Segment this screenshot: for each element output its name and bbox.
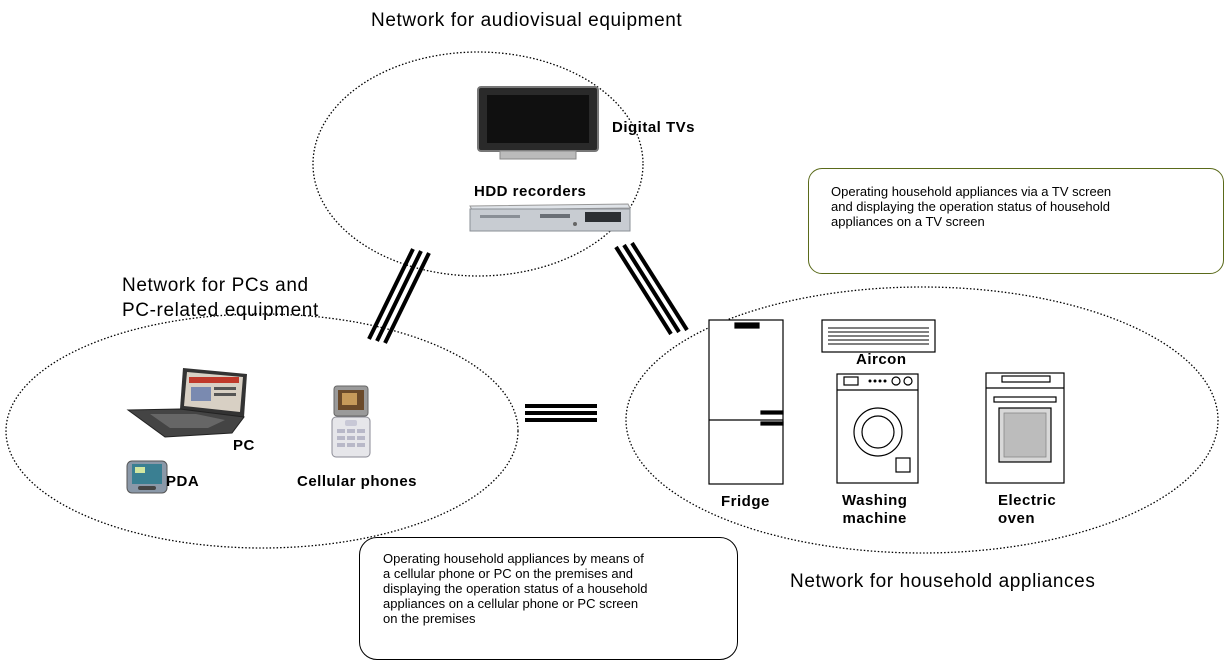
washing-machine-label: Washing machine bbox=[842, 492, 907, 528]
phone-note-line: a cellular phone or PC on the premises a… bbox=[383, 566, 634, 581]
pda-label: PDA bbox=[166, 473, 200, 490]
tv-note-line: Operating household appliances via a TV … bbox=[831, 184, 1112, 199]
cellular-phone-icon bbox=[331, 385, 371, 458]
hdd-recorders-label: HDD recorders bbox=[474, 183, 587, 200]
electric-oven-icon bbox=[985, 372, 1065, 484]
washing-machine-label-line: Washing bbox=[842, 492, 908, 509]
aircon-label: Aircon bbox=[856, 351, 907, 368]
home-network-title: Network for household appliances bbox=[790, 571, 1096, 592]
pda-icon bbox=[126, 460, 168, 494]
digital-tv-icon bbox=[477, 86, 599, 160]
washing-machine-label-line: machine bbox=[842, 510, 907, 527]
pc-network-ellipse bbox=[5, 313, 519, 549]
aircon-icon bbox=[821, 319, 936, 353]
pc-label: PC bbox=[233, 437, 255, 454]
phone-note-line: on the premises bbox=[383, 611, 476, 626]
phone-note-line: displaying the operation status of a hou… bbox=[383, 581, 648, 596]
phone-operation-note: Operating household appliances by means … bbox=[359, 537, 738, 660]
home-network-ellipse bbox=[625, 286, 1219, 554]
tv-note-line: and displaying the operation status of h… bbox=[831, 199, 1110, 214]
av-home-connector bbox=[614, 241, 689, 336]
av-pc-connector bbox=[367, 248, 431, 344]
electric-oven-label-line: Electric bbox=[998, 492, 1057, 509]
laptop-pc-icon bbox=[126, 368, 247, 438]
phone-note-line: Operating household appliances by means … bbox=[383, 551, 644, 566]
electric-oven-label-line: oven bbox=[998, 510, 1036, 527]
digital-tvs-label: Digital TVs bbox=[612, 119, 696, 136]
electric-oven-label: Electric oven bbox=[998, 492, 1056, 528]
cellular-phones-label: Cellular phones bbox=[297, 473, 418, 490]
tv-operation-note: Operating household appliances via a TV … bbox=[808, 168, 1224, 274]
tv-note-line: appliances on a TV screen bbox=[831, 214, 985, 229]
av-network-title: Network for audiovisual equipment bbox=[371, 10, 683, 31]
fridge-icon bbox=[708, 319, 784, 485]
av-network-ellipse bbox=[312, 51, 644, 277]
washing-machine-icon bbox=[836, 373, 919, 484]
pc-network-title-line: PC-related equipment bbox=[122, 300, 319, 321]
fridge-label: Fridge bbox=[721, 493, 770, 510]
pc-network-title-line: Network for PCs and bbox=[122, 275, 309, 296]
pc-network-title: Network for PCs and PC-related equipment bbox=[122, 273, 319, 323]
hdd-recorder-icon bbox=[469, 203, 631, 232]
pc-home-connector bbox=[525, 404, 597, 422]
phone-note-line: appliances on a cellular phone or PC scr… bbox=[383, 596, 639, 611]
